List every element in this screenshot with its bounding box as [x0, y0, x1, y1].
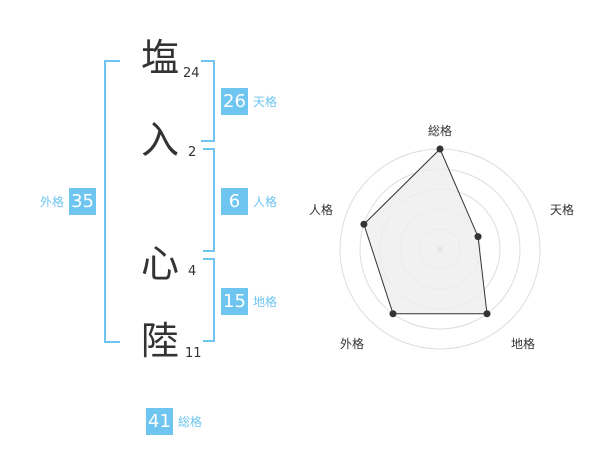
chikaku-label: 地格 [253, 295, 278, 309]
stroke-count-4: 11 [185, 346, 202, 361]
radar-point [436, 145, 444, 153]
stroke-count-3: 4 [188, 264, 197, 279]
soukaku-value: 41 [146, 408, 173, 435]
radar-point [360, 220, 368, 228]
radar-label-tenkaku: 天格 [550, 203, 575, 217]
tenkaku-badge: 26 天格 [221, 88, 277, 115]
radar-point [474, 233, 482, 241]
tenkaku-label: 天格 [253, 95, 278, 109]
soukaku-badge: 41 総格 [146, 408, 202, 435]
gaikaku-value: 35 [69, 188, 97, 215]
gaikaku-label: 外格 [40, 195, 65, 209]
radar-point [483, 310, 491, 318]
name-char-1: 塩 [141, 36, 180, 80]
jinkaku-label: 人格 [253, 195, 278, 209]
jinkaku-badge: 6 人格 [221, 188, 277, 215]
chikaku-value: 15 [221, 288, 248, 315]
stroke-count-2: 2 [188, 145, 197, 160]
jinkaku-bracket [203, 148, 215, 252]
chikaku-bracket [203, 258, 215, 342]
name-char-2: 入 [141, 118, 180, 162]
radar-label-chikaku: 地格 [511, 337, 536, 351]
tenkaku-bracket [201, 60, 215, 142]
stroke-count-1: 24 [183, 66, 200, 81]
chikaku-badge: 15 地格 [221, 288, 277, 315]
soukaku-label: 総格 [178, 415, 203, 429]
radar-label-gaikaku: 外格 [340, 337, 365, 351]
gaikaku-badge: 35 外格 [40, 188, 97, 215]
radar-polygon [363, 148, 488, 315]
radar-label-soukaku: 総格 [428, 124, 453, 138]
jinkaku-value: 6 [221, 188, 248, 215]
name-char-3: 心 [141, 242, 180, 286]
radar-label-jinkaku: 人格 [309, 203, 334, 217]
gaikaku-bracket [104, 60, 120, 343]
name-char-4: 陸 [141, 319, 180, 363]
tenkaku-value: 26 [221, 88, 248, 115]
radar-point [389, 310, 397, 318]
